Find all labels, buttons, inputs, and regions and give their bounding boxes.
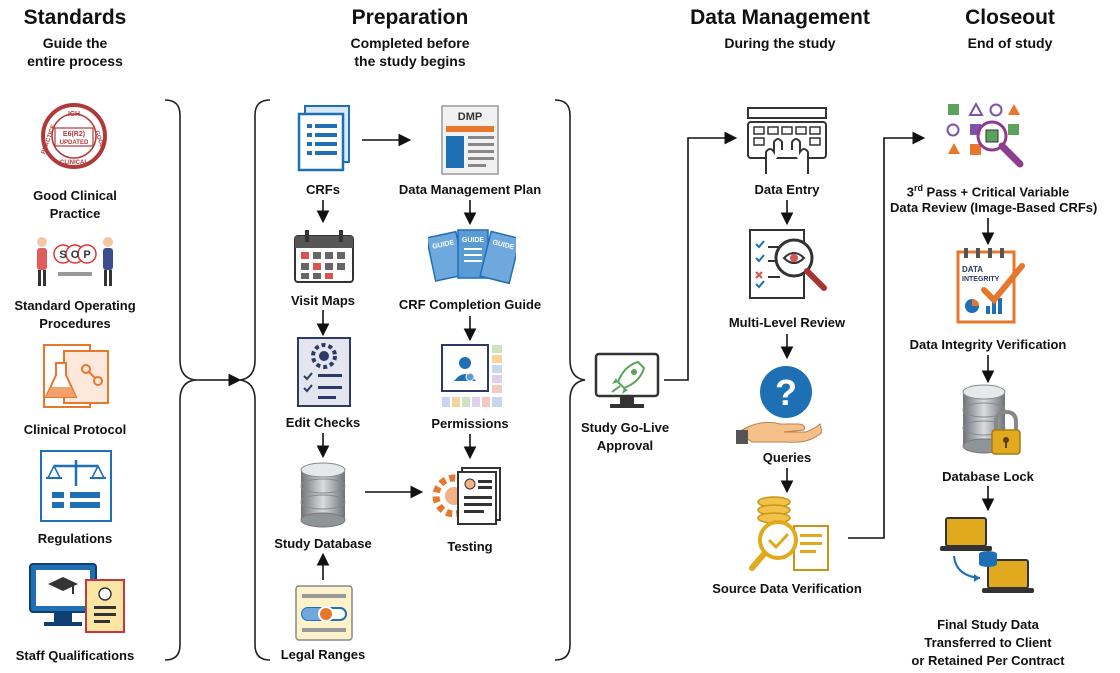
data-management-subtitle: During the study bbox=[724, 35, 836, 51]
seal-version: E6(R2) bbox=[63, 131, 85, 138]
legal-ranges-label: Legal Ranges bbox=[280, 647, 366, 662]
preparation-subtitle-1: Completed before bbox=[350, 35, 470, 51]
database-lock-icon bbox=[962, 384, 1021, 455]
edit-checks-label: Edit Checks bbox=[285, 415, 361, 430]
closeout-title: Closeout bbox=[965, 6, 1055, 29]
edit-checks-gear-icon bbox=[297, 337, 351, 407]
golive-label-2: Approval bbox=[596, 438, 654, 453]
crf-guide-label: CRF Completion Guide bbox=[398, 297, 542, 312]
integrity-label: Data Integrity Verification bbox=[909, 337, 1067, 352]
dmp-document-icon: DMP bbox=[441, 105, 499, 175]
study-database-icon bbox=[300, 462, 346, 528]
sop-label-2: Procedures bbox=[39, 316, 111, 331]
standards-subtitle-1: Guide the bbox=[42, 35, 108, 51]
preparation-subtitle-2: the study begins bbox=[354, 53, 466, 69]
gcp-seal-icon: ICH PRACTICE GOOD CLINICAL E6(R2) UPDATE… bbox=[41, 103, 107, 169]
review-label-sup: rd bbox=[913, 183, 923, 193]
crf-documents-icon bbox=[297, 105, 350, 172]
study-db-label: Study Database bbox=[274, 536, 372, 551]
visit-maps-label: Visit Maps bbox=[290, 293, 356, 308]
gcp-label-1: Good Clinical bbox=[33, 188, 117, 203]
data-entry-label: Data Entry bbox=[754, 182, 820, 197]
dmp-doc-title: DMP bbox=[458, 111, 482, 123]
preparation-title: Preparation bbox=[351, 6, 469, 29]
final-label-1: Final Study Data bbox=[937, 617, 1039, 632]
guide-word-2: GUIDE bbox=[462, 237, 485, 244]
multi-review-label: Multi-Level Review bbox=[728, 315, 846, 330]
standards-title: Standards bbox=[23, 6, 127, 29]
final-label-2: Transferred to Client bbox=[924, 635, 1052, 650]
sdv-to-closeout-arrow bbox=[848, 131, 926, 539]
guide-books-icon: GUIDE GUIDE GUIDE bbox=[428, 229, 516, 285]
testing-gears-icon bbox=[432, 467, 501, 525]
permissions-grid-icon bbox=[441, 344, 502, 407]
review-label-2: Data Review (Image-Based CRFs) bbox=[890, 200, 1098, 215]
queries-label: Queries bbox=[762, 450, 812, 465]
sdv-coins-document-icon bbox=[749, 496, 829, 571]
sop-people-icon: S O P bbox=[37, 237, 113, 286]
closeout-subtitle: End of study bbox=[967, 35, 1053, 51]
sdv-label: Source Data Verification bbox=[712, 581, 862, 596]
seal-updated: UPDATED bbox=[60, 140, 89, 146]
scales-regulations-icon bbox=[40, 450, 112, 522]
calendar-visitmap-icon bbox=[294, 230, 354, 283]
golive-label-1: Study Go-Live bbox=[580, 420, 670, 435]
testing-label: Testing bbox=[447, 539, 493, 554]
staff-certificate-icon bbox=[29, 563, 125, 633]
sop-letter-s: S bbox=[59, 249, 66, 261]
question-mark: ? bbox=[775, 372, 797, 413]
sop-label-1: Standard Operating bbox=[14, 298, 136, 313]
shapes-magnifier-review-icon bbox=[946, 101, 1024, 168]
review-magnifier-icon bbox=[749, 229, 827, 299]
flask-protocol-icon bbox=[43, 344, 109, 408]
review-label-num: 3 bbox=[906, 184, 914, 200]
integrity-doc-data: DATA bbox=[962, 265, 983, 274]
review-label-1: 3rd Pass + Critical Variable bbox=[900, 180, 1076, 200]
regulations-label: Regulations bbox=[37, 531, 113, 546]
staff-label: Staff Qualifications bbox=[15, 648, 135, 663]
prep-left-brace bbox=[239, 99, 271, 661]
integrity-doc-integrity: INTEGRITY bbox=[962, 276, 1000, 283]
seal-text-top: ICH bbox=[68, 111, 80, 118]
data-transfer-laptops-icon bbox=[940, 517, 1034, 593]
permissions-label: Permissions bbox=[431, 416, 509, 431]
gcp-label-2: Practice bbox=[49, 206, 101, 221]
standards-brace bbox=[164, 99, 196, 661]
golive-to-dataentry-arrow bbox=[664, 131, 738, 381]
final-label-3: or Retained Per Contract bbox=[911, 653, 1065, 668]
queries-question-hand-icon: ? bbox=[736, 366, 822, 444]
legal-ranges-slider-icon bbox=[295, 585, 353, 641]
prep-right-brace bbox=[554, 99, 586, 661]
sop-letter-p: P bbox=[83, 249, 90, 261]
dmp-label: Data Management Plan bbox=[398, 182, 542, 197]
seal-text-bottom: CLINICAL bbox=[60, 160, 88, 166]
protocol-label: Clinical Protocol bbox=[23, 422, 127, 437]
golive-rocket-monitor-icon bbox=[594, 352, 660, 408]
keyboard-dataentry-icon bbox=[747, 107, 827, 174]
review-label-text: Pass + Critical Variable bbox=[922, 184, 1070, 200]
standards-subtitle-2: entire process bbox=[27, 53, 123, 69]
sop-letter-o: O bbox=[71, 249, 80, 261]
db-lock-label: Database Lock bbox=[942, 469, 1034, 484]
data-integrity-clipboard-icon: DATA INTEGRITY bbox=[956, 248, 1025, 324]
data-management-title: Data Management bbox=[690, 6, 870, 29]
guide-word-1: GUIDE bbox=[432, 239, 455, 251]
crfs-label: CRFs bbox=[306, 182, 340, 197]
